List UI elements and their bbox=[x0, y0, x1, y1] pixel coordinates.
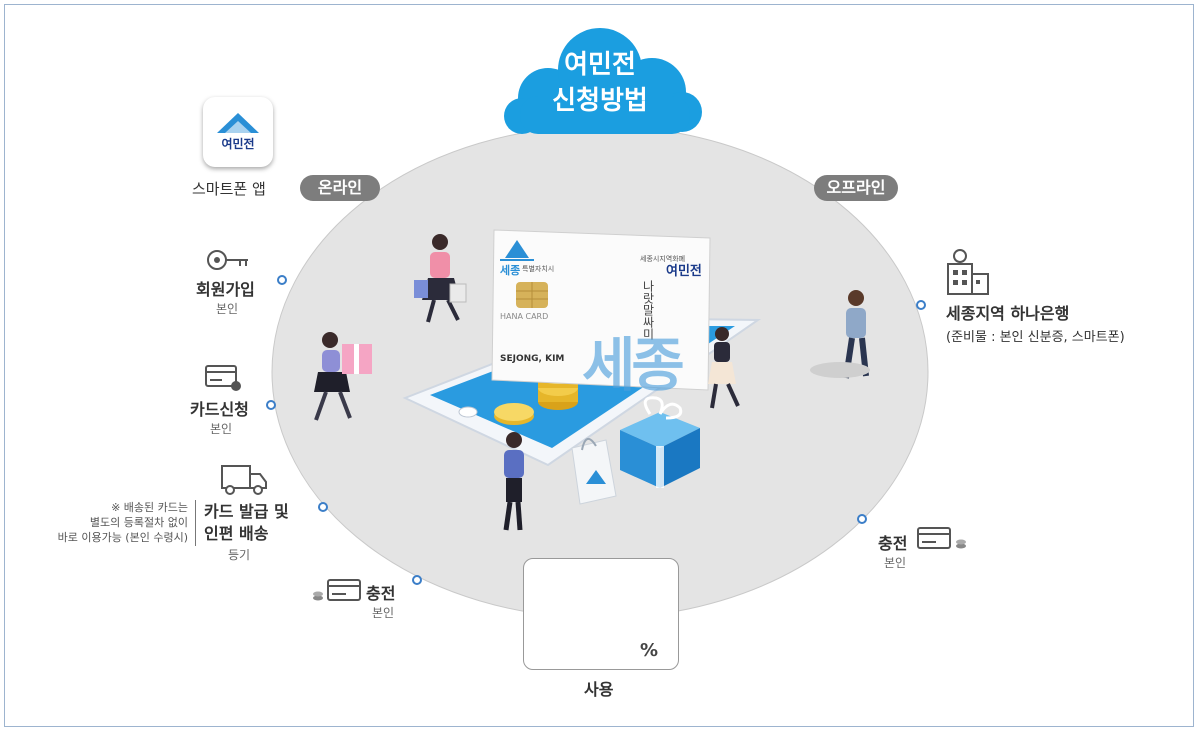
step-signup-sub: 본인 bbox=[216, 302, 239, 316]
delivery-note: ※ 배송된 카드는 별도의 등록절차 없이 바로 이용가능 (본인 수령시) bbox=[40, 500, 188, 545]
card-apply-icon bbox=[205, 365, 241, 391]
app-logo-text: 여민전 bbox=[221, 137, 255, 151]
app-label: 스마트폰 앱 bbox=[192, 180, 266, 198]
step-delivery-title: 카드 발급 및 bbox=[204, 502, 289, 521]
title-line-2: 신청방법 bbox=[552, 86, 648, 116]
step-signup-title: 회원가입 bbox=[196, 280, 255, 299]
card-city-sub: 특별자치시 bbox=[522, 265, 555, 273]
step-charge-title: 충전 bbox=[366, 584, 396, 603]
card-city: 세종 bbox=[500, 264, 521, 277]
step-delivery-dot bbox=[318, 502, 328, 512]
charge-card-icon bbox=[313, 579, 361, 601]
usage-box bbox=[523, 558, 679, 670]
step-card-apply-dot bbox=[266, 400, 276, 410]
offline-charge-title: 충전 bbox=[878, 534, 908, 553]
app-logo-icon bbox=[217, 113, 259, 133]
step-card-apply-sub: 본인 bbox=[210, 422, 233, 436]
delivery-note-divider bbox=[195, 500, 196, 546]
usage-label: 사용 bbox=[584, 680, 614, 699]
person-with-gift-illustration bbox=[314, 332, 372, 421]
offline-bank-sub: (준비물 : 본인 신분증, 스마트폰) bbox=[946, 330, 1125, 345]
usage-percent: % bbox=[640, 640, 659, 661]
delivery-note-line-2: 별도의 등록절차 없이 bbox=[89, 516, 188, 529]
card-holder: SEJONG, KIM bbox=[500, 354, 565, 364]
app-icon-tile[interactable]: 여민전 bbox=[203, 97, 273, 167]
gift-box-illustration bbox=[620, 396, 700, 488]
offline-bank-title: 세종지역 하나은행 bbox=[946, 304, 1070, 323]
key-icon bbox=[207, 250, 248, 270]
step-delivery-title-2: 인편 배송 bbox=[204, 524, 269, 543]
step-charge-sub: 본인 bbox=[372, 606, 395, 620]
card-logo: 여민전 bbox=[666, 264, 702, 279]
card-issuer: 세종시지역화폐 bbox=[640, 255, 686, 263]
offline-pill: 오프라인 bbox=[814, 175, 898, 201]
offline-charge-card-icon bbox=[917, 527, 966, 549]
delivery-note-line-3: 바로 이용가능 (본인 수령시) bbox=[57, 531, 188, 544]
card-calligraphy: 나랏말싸미 bbox=[641, 280, 655, 340]
person-shopping-illustration bbox=[414, 234, 467, 323]
outer-frame bbox=[4, 4, 1194, 727]
step-delivery-sub: 등기 bbox=[228, 548, 251, 562]
shopping-bag-illustration bbox=[571, 438, 617, 505]
bank-building-icon bbox=[947, 249, 989, 295]
offline-charge-sub: 본인 bbox=[884, 556, 907, 570]
person-with-card-illustration bbox=[708, 327, 740, 409]
delivery-note-line-1: ※ 배송된 카드는 bbox=[111, 501, 188, 514]
big-sejong-text: 세종 bbox=[582, 331, 685, 399]
step-card-apply-title: 카드신청 bbox=[190, 400, 249, 419]
offline-bank-dot bbox=[916, 300, 926, 310]
online-pill: 온라인 bbox=[300, 175, 380, 201]
card-illustration bbox=[491, 229, 711, 391]
step-charge-dot bbox=[412, 575, 422, 585]
title-line-1: 여민전 bbox=[564, 50, 636, 80]
person-with-coin-illustration bbox=[503, 432, 524, 531]
person-with-phone-illustration bbox=[810, 290, 870, 379]
title-cloud bbox=[504, 28, 702, 134]
offline-charge-dot bbox=[857, 514, 867, 524]
delivery-truck-icon bbox=[221, 465, 267, 495]
step-signup-dot bbox=[277, 275, 287, 285]
card-brand: HANA CARD bbox=[500, 312, 549, 321]
